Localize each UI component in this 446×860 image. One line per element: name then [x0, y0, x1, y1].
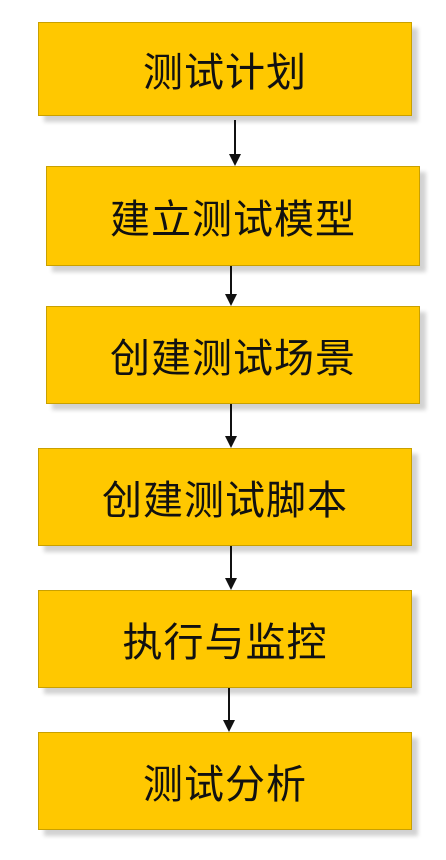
arrow-2-icon — [223, 266, 239, 306]
step-create-test-script: 创建测试脚本 — [38, 448, 412, 546]
step-label: 创建测试脚本 — [102, 478, 348, 524]
step-label: 建立测试模型 — [110, 197, 356, 243]
arrow-3-icon — [223, 404, 239, 448]
step-label: 执行与监控 — [122, 620, 328, 666]
step-test-analysis: 测试分析 — [38, 732, 412, 830]
step-build-test-model: 建立测试模型 — [46, 166, 420, 266]
step-execute-and-monitor: 执行与监控 — [38, 590, 412, 688]
step-test-plan: 测试计划 — [38, 22, 412, 116]
arrow-5-icon — [221, 688, 237, 732]
step-label: 创建测试场景 — [110, 336, 356, 382]
arrow-4-icon — [223, 546, 239, 590]
step-create-test-scenario: 创建测试场景 — [46, 306, 420, 404]
step-label: 测试计划 — [143, 50, 307, 96]
step-label: 测试分析 — [143, 762, 307, 808]
arrow-1-icon — [227, 120, 243, 166]
